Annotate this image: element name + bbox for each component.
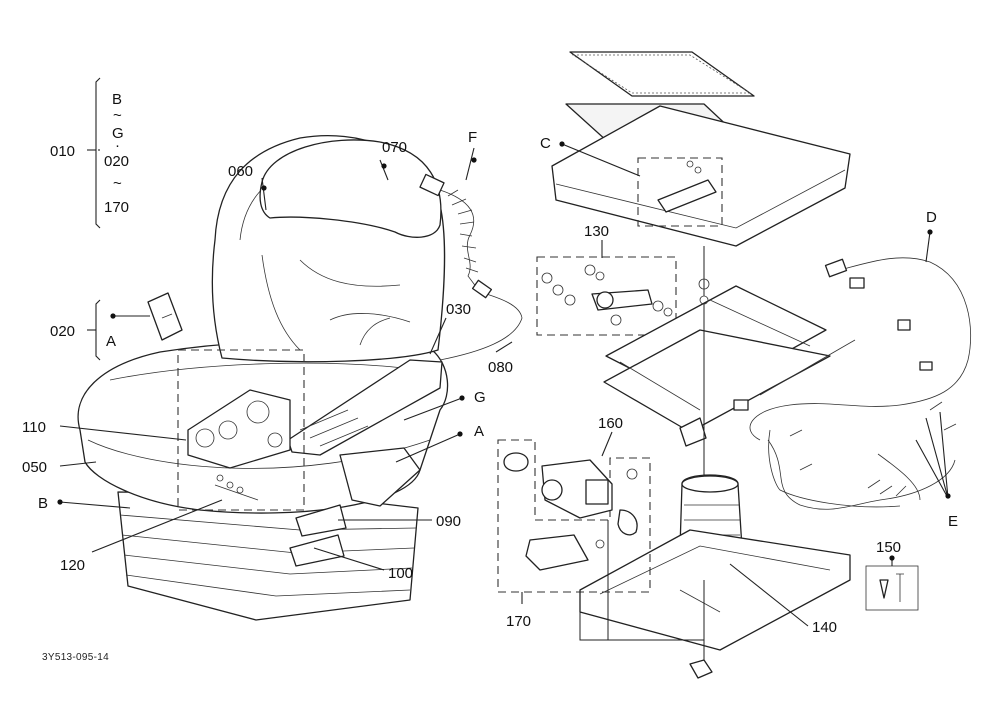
callout-080: 080 xyxy=(488,359,513,376)
ref-letter-a-left: A xyxy=(106,333,116,350)
range-label-tilde-1: ~ xyxy=(113,107,122,124)
range-label-bullet: · xyxy=(115,137,120,154)
ref-letter-b: B xyxy=(38,495,48,512)
callout-100: 100 xyxy=(388,565,413,582)
callout-130: 130 xyxy=(584,223,609,240)
callout-070: 070 xyxy=(382,139,407,156)
ref-letter-g: G xyxy=(474,389,486,406)
valve-block xyxy=(187,389,291,469)
coiled-air-hose xyxy=(419,173,523,361)
callout-160: 160 xyxy=(598,415,623,432)
callout-140: 140 xyxy=(812,619,837,636)
compressor xyxy=(541,459,613,519)
seat-side-bracket xyxy=(289,447,421,567)
range-label-g: G xyxy=(112,125,124,142)
seat-slide-plate-assembly xyxy=(551,51,851,296)
callout-050: 050 xyxy=(22,459,47,476)
ref-letter-f: F xyxy=(468,129,477,146)
ref-letter-e: E xyxy=(948,513,958,530)
leader-lines xyxy=(59,77,949,627)
range-bracket-labels: B ~ G · 020 ~ 170 xyxy=(104,91,129,216)
damper-pin xyxy=(591,289,653,311)
callout-090: 090 xyxy=(436,513,461,530)
callout-060: 060 xyxy=(228,163,253,180)
reference-letters: A A B C D E F G xyxy=(38,129,958,530)
leader-dots xyxy=(57,141,951,561)
ref-letter-d: D xyxy=(926,209,937,226)
callout-labels: 010 020 030 050 060 070 080 090 100 110 … xyxy=(22,139,901,636)
kit-130-group xyxy=(536,256,677,336)
callout-170: 170 xyxy=(506,613,531,630)
ref-letter-a-right: A xyxy=(474,423,484,440)
kit-170-group xyxy=(497,439,704,641)
range-label-tilde-2: ~ xyxy=(113,175,122,192)
scissor-frame xyxy=(603,278,831,476)
callout-010: 010 xyxy=(50,143,75,160)
drawing-code: 3Y513-095-14 xyxy=(42,652,109,663)
seat-belt-buckle xyxy=(147,292,183,341)
range-label-b: B xyxy=(112,91,122,108)
range-label-020: 020 xyxy=(104,153,129,170)
range-label-170: 170 xyxy=(104,199,129,216)
seat-armrest xyxy=(287,359,443,456)
callout-020: 020 xyxy=(50,323,75,340)
fittings-group xyxy=(214,474,259,501)
callout-030: 030 xyxy=(446,301,471,318)
callout-120: 120 xyxy=(60,557,85,574)
callout-110: 110 xyxy=(22,419,46,436)
wiring-harness xyxy=(733,257,972,510)
lower-base-plate xyxy=(579,529,851,679)
slide-latch xyxy=(657,160,717,213)
ref-letter-c: C xyxy=(540,135,551,152)
callout-150: 150 xyxy=(876,539,901,556)
screws-150 xyxy=(865,565,919,611)
seat-assembly xyxy=(77,135,523,621)
seat-headrest xyxy=(259,139,442,238)
